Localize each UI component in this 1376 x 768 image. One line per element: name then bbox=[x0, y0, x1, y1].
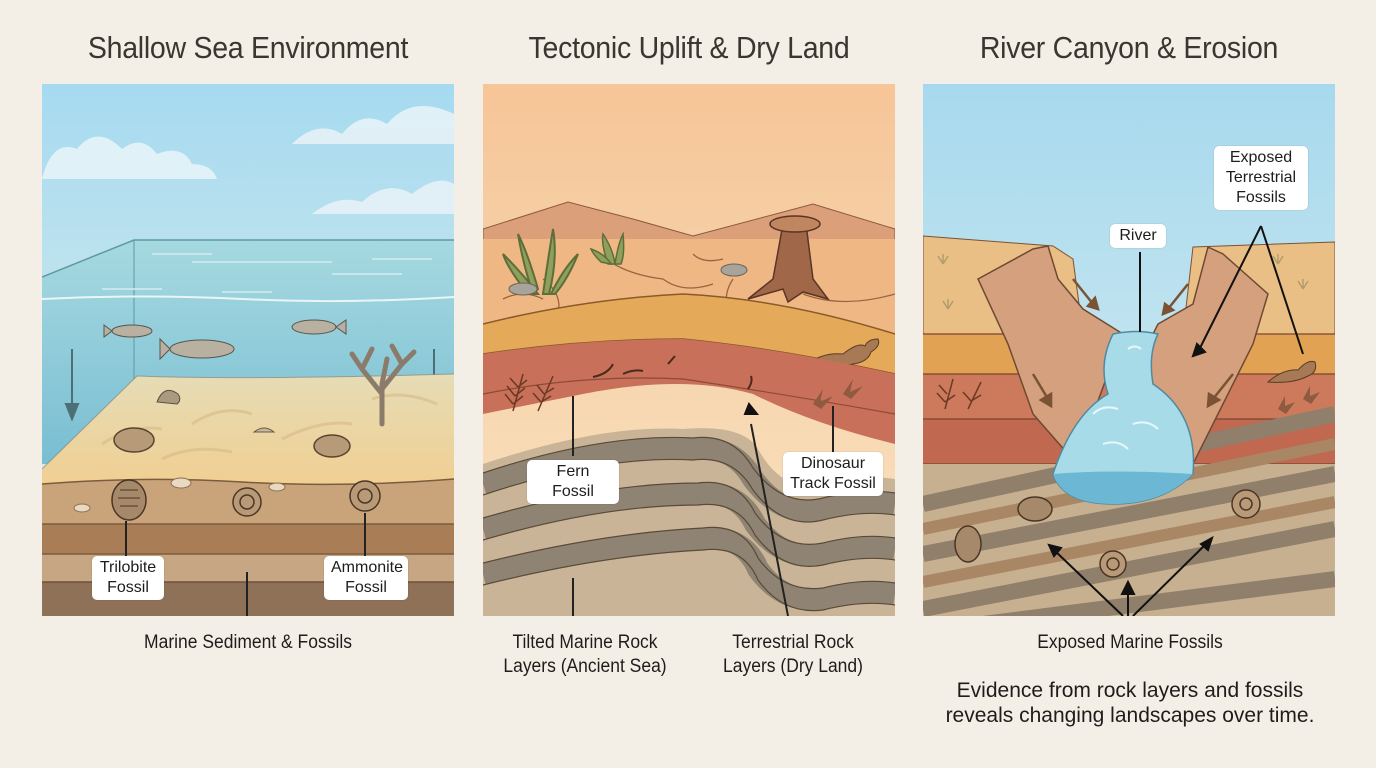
fern-fossil-icon bbox=[936, 378, 982, 410]
caption-terrestrial-rock: Terrestrial Rock Layers (Dry Land) bbox=[723, 632, 863, 677]
caption-exposed-marine-fossils: Exposed Marine Fossils bbox=[1037, 632, 1223, 653]
trilobite-fossil-icon bbox=[111, 479, 147, 521]
dinosaur-fossil-icon bbox=[1266, 360, 1317, 383]
caption-marine-sediment: Marine Sediment & Fossils bbox=[144, 632, 352, 653]
tree-stump-icon bbox=[747, 215, 830, 304]
dinosaur-track-icon bbox=[813, 379, 863, 409]
cloud-icon bbox=[42, 106, 454, 214]
callout-dinosaur-track-fossil: Dinosaur Track Fossil bbox=[783, 452, 883, 496]
callout-trilobite-fossil: Trilobite Fossil bbox=[92, 556, 164, 600]
rock-icon bbox=[508, 282, 538, 296]
callout-exposed-terrestrial-fossils: Exposed Terrestrial Fossils bbox=[1214, 146, 1308, 210]
dinosaur-track-icon bbox=[1278, 386, 1320, 414]
panel-title-tectonic-uplift: Tectonic Uplift & Dry Land bbox=[528, 30, 850, 65]
panel-shallow-sea: Trilobite Fossil Ammonite Fossil bbox=[42, 84, 454, 616]
ammonite-fossil-icon bbox=[232, 480, 381, 517]
trilobite-icon bbox=[113, 427, 351, 458]
callout-river: River bbox=[1110, 224, 1166, 248]
panel-title-shallow-sea: Shallow Sea Environment bbox=[87, 30, 409, 65]
fish-icon bbox=[103, 319, 347, 361]
caption-tilted-marine-rock: Tilted Marine Rock Layers (Ancient Sea) bbox=[503, 632, 667, 677]
fern-fossil-icon bbox=[504, 373, 555, 412]
panel-river-canyon: River Exposed Terrestrial Fossils bbox=[923, 84, 1335, 616]
summary-text: Evidence from rock layers and fossils re… bbox=[945, 679, 1315, 727]
callout-ammonite-fossil: Ammonite Fossil bbox=[324, 556, 408, 600]
fern-plant-icon bbox=[502, 228, 579, 296]
shell-icon bbox=[156, 389, 181, 405]
trilobite-fossil-icon bbox=[954, 496, 1053, 563]
panel-tectonic-uplift: Fern Fossil Dinosaur Track Fossil bbox=[483, 84, 895, 616]
grass-tuft-icon bbox=[937, 254, 1309, 310]
bone-fragments-icon bbox=[592, 355, 753, 390]
arrow-up-icon bbox=[743, 402, 760, 415]
erosion-arrow-icon bbox=[1031, 278, 1234, 409]
coral-icon bbox=[349, 343, 417, 427]
seafloor bbox=[42, 374, 454, 484]
shrub-icon bbox=[589, 231, 625, 266]
dinosaur-fossil-icon bbox=[806, 338, 880, 367]
callout-fern-fossil: Fern Fossil bbox=[527, 460, 619, 504]
panel-title-river-canyon: River Canyon & Erosion bbox=[979, 30, 1279, 65]
ammonite-fossil-icon bbox=[1099, 489, 1261, 578]
